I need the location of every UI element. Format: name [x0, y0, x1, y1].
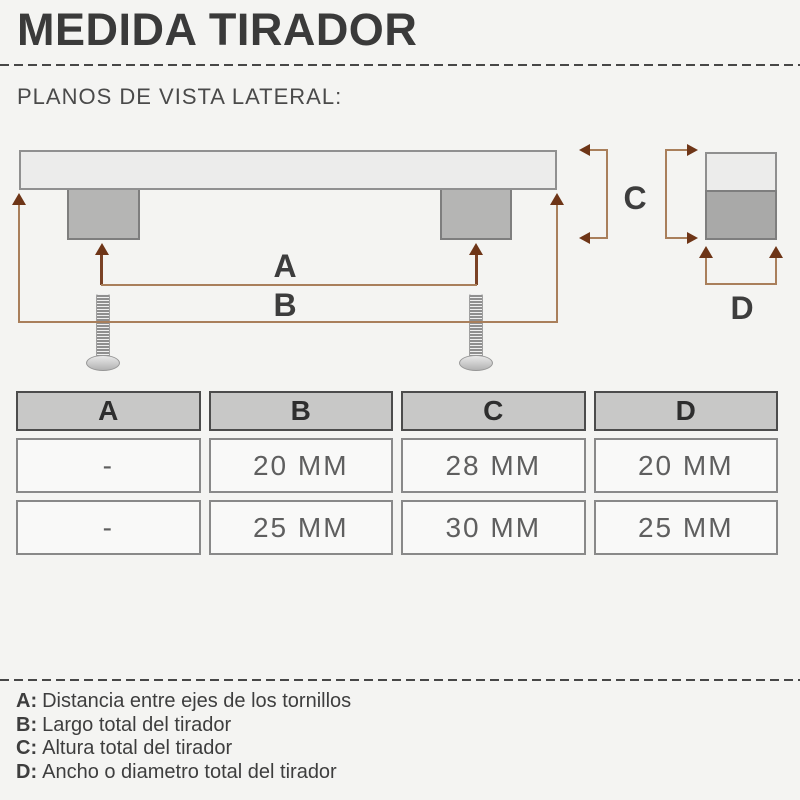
legend-key-a: A: — [16, 690, 38, 712]
dim-c-bracket-right-vertical — [665, 149, 667, 239]
table-cell: 28 MM — [401, 438, 586, 493]
screw-right-head-icon — [459, 355, 493, 371]
dim-b-stem-left — [18, 201, 20, 322]
table-cell: - — [16, 500, 201, 555]
dim-c-bracket-left-bottom — [581, 237, 608, 239]
title-divider — [0, 64, 800, 66]
page-title: MEDIDA TIRADOR — [17, 4, 418, 55]
handle-bar — [19, 150, 557, 190]
dim-b-stem-right — [556, 201, 558, 322]
table-cell: 30 MM — [401, 500, 586, 555]
dim-d-arrow-left-icon — [699, 246, 713, 258]
dim-c-arrow-bottom-left-icon — [579, 232, 590, 244]
dim-c-label: C — [623, 180, 647, 216]
legend-divider — [0, 679, 800, 681]
table-cell: 20 MM — [593, 438, 778, 493]
legend-item-a: A:Distancia entre ejes de los tornillos — [16, 690, 351, 714]
handle-post-left — [67, 190, 140, 240]
dim-c-bracket-right-bottom — [666, 237, 688, 239]
dim-b-line — [18, 321, 558, 323]
legend-item-d: D:Ancho o diametro total del tirador — [16, 761, 351, 785]
table-row: - 25 MM 30 MM 25 MM — [16, 500, 778, 555]
table-row: - 20 MM 28 MM 20 MM — [16, 438, 778, 493]
legend-key-c: C: — [16, 737, 38, 760]
dim-a-arrow-right-icon — [469, 243, 483, 255]
dim-d-stem-left — [705, 256, 707, 285]
dim-d-arrow-right-icon — [769, 246, 783, 258]
dim-c-bracket-right-top — [666, 149, 688, 151]
screw-left-head-icon — [86, 355, 120, 371]
header-cell-b: B — [208, 391, 393, 431]
measurements-table: A B C D - 20 MM 28 MM 20 MM - 25 MM 30 M… — [16, 391, 778, 562]
table-cell: 25 MM — [593, 500, 778, 555]
dim-c-bracket-left-top — [581, 149, 608, 151]
legend-key-b: B: — [16, 713, 38, 736]
dim-d-label: D — [730, 290, 754, 326]
dim-c-bracket-left-vertical — [606, 149, 608, 239]
dim-d-stem-right — [775, 256, 777, 285]
dim-c-arrow-top-right-icon — [687, 144, 698, 156]
handle-post-right — [440, 190, 512, 240]
header-cell-a: A — [16, 391, 201, 431]
dim-c-arrow-bottom-right-icon — [687, 232, 698, 244]
dim-d-line — [705, 283, 777, 285]
dim-b-arrow-right-icon — [550, 193, 564, 205]
dim-c-arrow-top-left-icon — [579, 144, 590, 156]
table-header-row: A B C D — [16, 391, 778, 431]
dim-a-arrow-left-icon — [95, 243, 109, 255]
dim-a-stem-left — [100, 251, 103, 285]
dim-a-stem-right — [475, 251, 478, 285]
handle-end-view-top — [705, 152, 777, 190]
screw-left-icon — [96, 294, 110, 357]
legend-text-b: Largo total del tirador — [42, 713, 232, 736]
table-cell: - — [16, 438, 201, 493]
header-cell-d: D — [593, 391, 778, 431]
table-cell: 25 MM — [208, 500, 393, 555]
legend-text-c: Altura total del tirador — [42, 737, 233, 760]
dim-a-line — [101, 284, 477, 286]
dim-a-label: A — [273, 248, 297, 284]
legend-item-b: B:Largo total del tirador — [16, 714, 351, 738]
dim-b-arrow-left-icon — [12, 193, 26, 205]
dim-b-label: B — [273, 287, 297, 323]
legend-key-d: D: — [16, 761, 38, 784]
header-cell-c: C — [401, 391, 586, 431]
legend-text-a: Distancia entre ejes de los tornillos — [42, 690, 352, 712]
handle-end-view-bottom — [705, 190, 777, 240]
legend-text-d: Ancho o diametro total del tirador — [42, 761, 337, 784]
legend: A:Distancia entre ejes de los tornillos … — [16, 690, 351, 785]
table-cell: 20 MM — [208, 438, 393, 493]
screw-right-icon — [469, 294, 483, 357]
legend-item-c: C:Altura total del tirador — [16, 737, 351, 761]
section-subtitle: PLANOS DE VISTA LATERAL: — [17, 84, 343, 109]
